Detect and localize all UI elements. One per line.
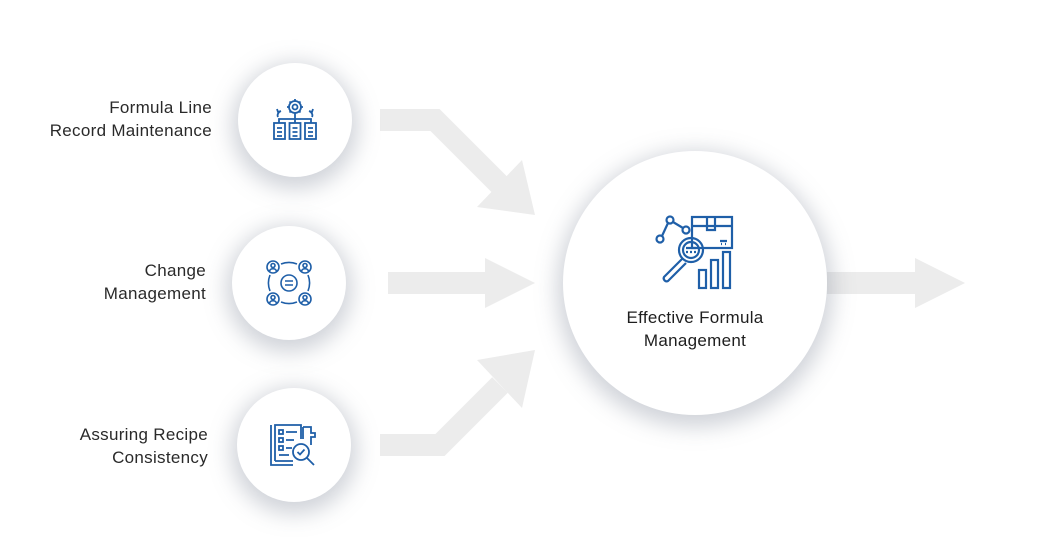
label-line: Management: [103, 284, 206, 303]
arrow-1: [380, 109, 508, 193]
label-line: Effective Formula: [626, 308, 764, 327]
arrowhead-3: [477, 350, 535, 408]
input-label-2: Change Management: [104, 259, 206, 305]
people-cycle-chat-icon: [266, 260, 312, 306]
label-line: Change: [144, 261, 206, 280]
label-line: Management: [643, 331, 747, 350]
arrowhead-1: [477, 160, 535, 215]
label-line: Record Maintenance: [49, 121, 212, 140]
arrowhead-2: [485, 258, 535, 308]
input-circle-1: [238, 63, 352, 177]
input-label-1: Formula Line Record Maintenance: [50, 96, 212, 142]
gear-hierarchy-documents-icon: [273, 99, 317, 140]
arrow-3: [380, 377, 508, 456]
label-line: Assuring Recipe: [79, 425, 208, 444]
input-label-3: Assuring Recipe Consistency: [80, 423, 208, 469]
label-line: Formula Line: [109, 98, 212, 117]
center-circle: Effective Formula Management: [563, 151, 827, 415]
analytics-magnifier-box-icon: [655, 215, 734, 290]
label-line: Consistency: [112, 448, 208, 467]
checklist-magnifier-icon: [270, 424, 316, 466]
arrowhead-out: [915, 258, 965, 308]
center-label: Effective Formula Management: [626, 306, 763, 352]
input-circle-2: [232, 226, 346, 340]
input-circle-3: [237, 388, 351, 502]
